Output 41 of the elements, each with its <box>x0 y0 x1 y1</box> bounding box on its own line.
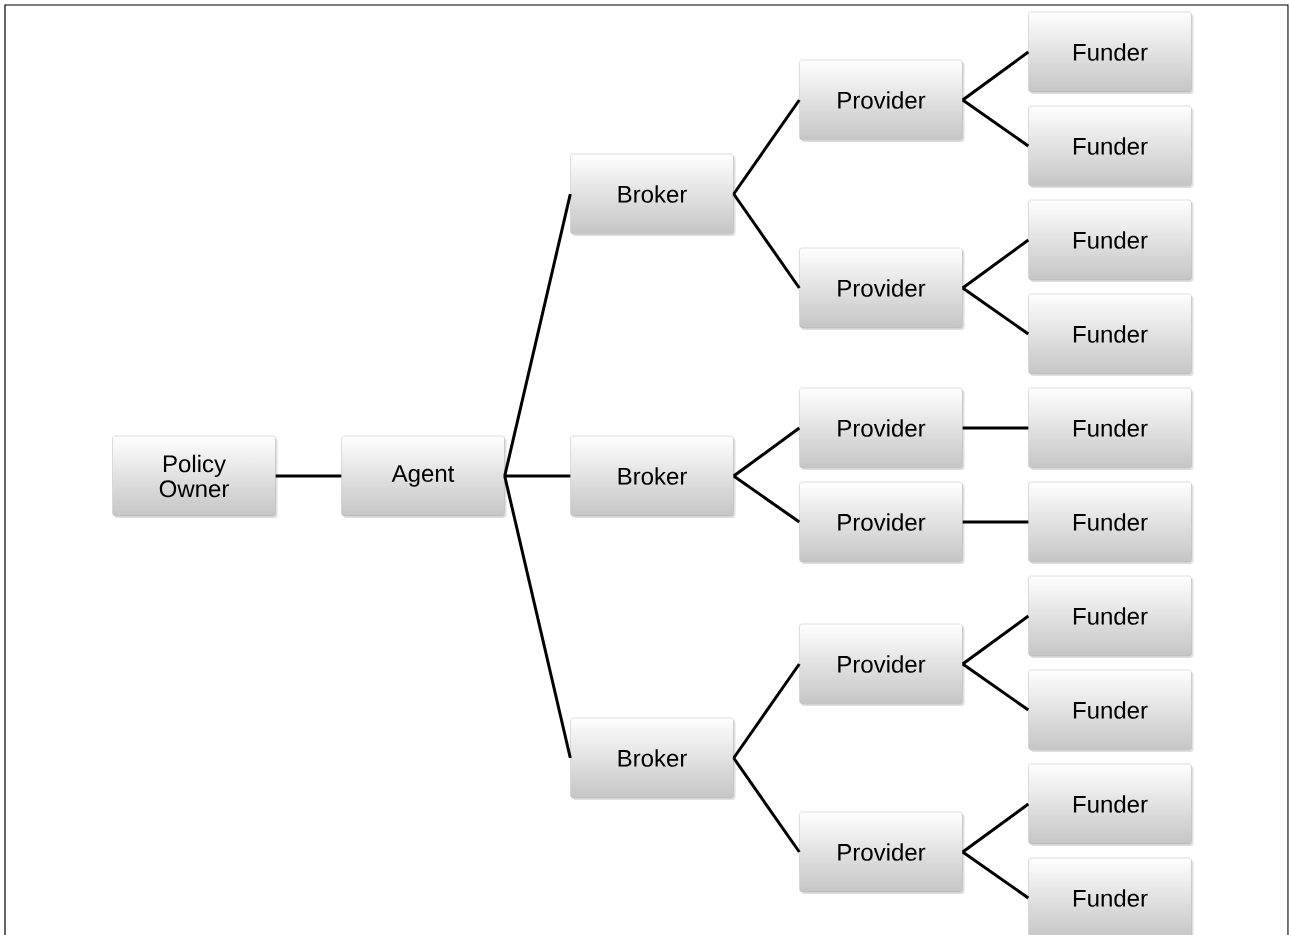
connector-line <box>503 475 572 759</box>
connector-line <box>961 662 1030 712</box>
process-box: Funder <box>1028 575 1194 658</box>
process-box: Funder <box>1028 293 1194 376</box>
process-box: Broker <box>570 435 736 518</box>
connector-line <box>961 50 1030 102</box>
connector-line <box>961 286 1030 336</box>
connector-line <box>962 426 1029 430</box>
process-box: Funder <box>1028 11 1194 94</box>
connector-line <box>732 193 801 289</box>
process-box: Broker <box>570 153 736 236</box>
process-box: Funder <box>1028 481 1194 564</box>
connector-line <box>275 474 342 478</box>
connector-line <box>961 98 1030 148</box>
process-box: Funder <box>1028 763 1194 846</box>
connector-line <box>732 757 801 853</box>
process-box: Provider <box>799 247 965 330</box>
connector-line <box>503 193 572 477</box>
connector-line <box>732 474 801 524</box>
process-box: Provider <box>799 811 965 894</box>
connector-line <box>961 802 1030 854</box>
connector-line <box>732 663 801 759</box>
connector-line <box>962 520 1029 524</box>
process-box: Funder <box>1028 669 1194 752</box>
connector-line <box>504 474 571 478</box>
process-box: Agent <box>341 435 507 518</box>
process-box: Broker <box>570 717 736 800</box>
connector-line <box>732 426 801 478</box>
process-box: Funder <box>1028 105 1194 188</box>
connector-line <box>732 99 801 195</box>
process-box: Provider <box>799 623 965 706</box>
process-box: Funder <box>1028 857 1194 935</box>
connector-line <box>961 614 1030 666</box>
process-box: Provider <box>799 59 965 142</box>
connector-line <box>961 850 1030 900</box>
process-box: Provider <box>799 387 965 470</box>
connector-line <box>961 238 1030 290</box>
process-box: Funder <box>1028 199 1194 282</box>
process-box: Policy Owner <box>112 435 278 518</box>
process-box: Funder <box>1028 387 1194 470</box>
process-box: Provider <box>799 481 965 564</box>
